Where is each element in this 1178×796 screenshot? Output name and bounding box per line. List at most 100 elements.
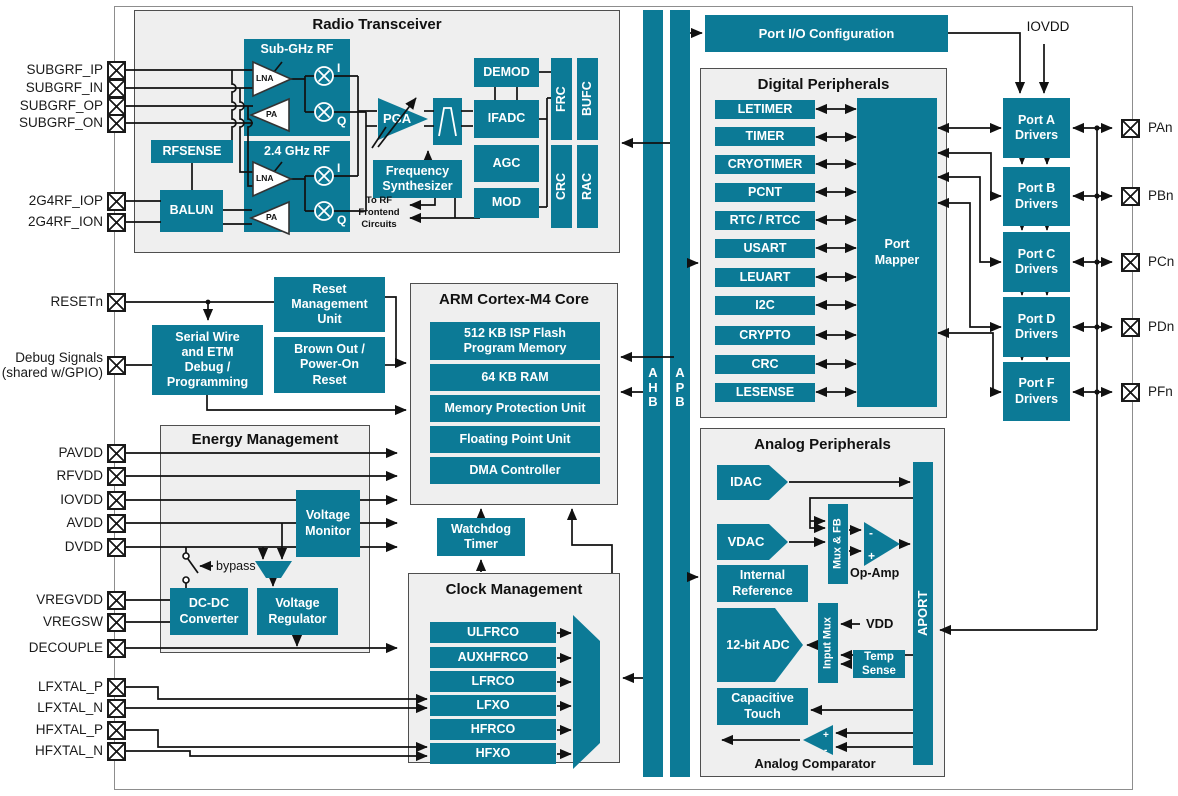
pin-lfxtal-n (107, 699, 126, 718)
lfxo-block: LFXO (430, 695, 556, 716)
opamp-plus: + (868, 549, 875, 563)
ahb-bus-bar: A H B (643, 10, 663, 777)
pin-label-pfn: PFn (1148, 384, 1173, 399)
pin-label-dvdd: DVDD (64, 539, 103, 554)
clock-mux-shape (573, 615, 600, 769)
pin-label-avdd: AVDD (66, 515, 103, 530)
pin-label-lfxtal-n: LFXTAL_N (37, 700, 103, 715)
pin-label-rfvdd: RFVDD (56, 468, 104, 483)
pcnt-block: PCNT (715, 183, 815, 202)
pin-pan (1121, 119, 1140, 138)
pin-dvdd (107, 538, 126, 557)
bandpass-filter-icon (438, 107, 457, 137)
pin-label-subgrf-ip: SUBGRF_IP (26, 62, 103, 77)
dcdc-block: DC-DC Converter (170, 588, 248, 635)
pin-resetn (107, 293, 126, 312)
apb-bus-bar: A P B (670, 10, 690, 777)
apb-bus-label: A P B (675, 365, 685, 409)
internal-reference-block: Internal Reference (717, 565, 808, 602)
if-filter-block (433, 98, 462, 145)
pin-label-debug: Debug Signals (shared w/GPIO) (1, 350, 103, 380)
letimer-block: LETIMER (715, 100, 815, 119)
pin-pcn (1121, 253, 1140, 272)
rfsense-block: RFSENSE (151, 140, 233, 163)
dma-block: DMA Controller (430, 457, 600, 484)
pin-label-decouple: DECOUPLE (28, 640, 103, 655)
24ghz-lna-label: LNA (256, 173, 274, 183)
24ghz-rf-label: 2.4 GHz RF (264, 144, 330, 158)
lesense-block: LESENSE (715, 383, 815, 402)
port-f-drivers-block: Port F Drivers (1003, 362, 1070, 421)
pin-label-2g4rf-ion: 2G4RF_ION (27, 214, 103, 229)
subghz-lna-label: LNA (256, 73, 274, 83)
subghz-q-label: Q (337, 114, 347, 128)
pin-lfxtal-p (107, 678, 126, 697)
opamp-minus: - (869, 526, 873, 540)
usart-block: USART (715, 239, 815, 258)
pin-label-pan: PAn (1148, 120, 1173, 135)
cryotimer-block: CRYOTIMER (715, 155, 815, 174)
auxhfrco-block: AUXHFRCO (430, 647, 556, 668)
comparator-plus: + (823, 730, 829, 741)
radio-title: Radio Transceiver (312, 16, 442, 33)
pin-label-subgrf-in: SUBGRF_IN (25, 80, 103, 95)
port-c-drivers-block: Port C Drivers (1003, 232, 1070, 292)
lfrco-block: LFRCO (430, 671, 556, 692)
subghz-rf-label: Sub-GHz RF (260, 42, 334, 56)
iovdd-top-label: IOVDD (1026, 19, 1070, 34)
vdac-label: VDAC (727, 534, 765, 549)
comparator-icon (803, 725, 833, 755)
pin-label-vregsw: VREGSW (42, 614, 103, 629)
pin-vregsw (107, 613, 126, 632)
serial-wire-debug-block: Serial Wire and ETM Debug / Programming (152, 325, 263, 395)
crc-block: CRC (715, 355, 815, 374)
pin-decouple (107, 639, 126, 658)
bypass-label: bypass (216, 559, 256, 573)
pin-label-subgrf-on: SUBGRF_ON (18, 115, 103, 130)
24ghz-q-label: Q (337, 213, 347, 227)
pin-label-resetn: RESETn (50, 294, 103, 309)
pin-hfxtal-n (107, 742, 126, 761)
pin-label-pdn: PDn (1148, 319, 1175, 334)
pin-debug (107, 356, 126, 375)
port-a-drivers-block: Port A Drivers (1003, 98, 1070, 158)
pin-subgrf-on (107, 114, 126, 133)
ulfrco-block: ULFRCO (430, 622, 556, 643)
temp-sense-block: Temp Sense (853, 650, 905, 678)
comparator-minus: - (824, 745, 827, 756)
pin-label-pbn: PBn (1148, 188, 1174, 203)
pin-pavdd (107, 444, 126, 463)
crypto-block: CRYPTO (715, 326, 815, 345)
mod-block: MOD (474, 188, 539, 218)
pin-2g4rf-ion (107, 213, 126, 232)
pin-label-subgrf-op: SUBGRF_OP (19, 98, 103, 113)
digital-title: Digital Peripherals (757, 76, 890, 93)
brownout-block: Brown Out / Power-On Reset (274, 337, 385, 393)
mpu-block: Memory Protection Unit (430, 395, 600, 422)
subghz-i-label: I (337, 61, 341, 75)
pin-rfvdd (107, 467, 126, 486)
opamp-label: Op-Amp (850, 566, 900, 580)
pin-avdd (107, 514, 126, 533)
pin-hfxtal-p (107, 721, 126, 740)
pin-pdn (1121, 318, 1140, 337)
ram-block: 64 KB RAM (430, 364, 600, 391)
hfxo-block: HFXO (430, 743, 556, 764)
demod-block: DEMOD (474, 58, 539, 87)
watchdog-block: Watchdog Timer (437, 518, 525, 556)
balun-block: BALUN (160, 190, 223, 232)
hfrco-block: HFRCO (430, 719, 556, 740)
port-io-config-block: Port I/O Configuration (705, 15, 948, 52)
pin-label-iovdd: IOVDD (60, 492, 103, 507)
to-rf-frontend-label: To RF Frontend Circuits (358, 195, 400, 230)
timer-block: TIMER (715, 127, 815, 146)
idac-shape (717, 465, 788, 500)
pin-label-pavdd: PAVDD (58, 445, 103, 460)
vdd-label: VDD (866, 616, 894, 631)
pin-vregvdd (107, 591, 126, 610)
pin-pbn (1121, 187, 1140, 206)
leuart-block: LEUART (715, 268, 815, 287)
pin-label-2g4rf-iop: 2G4RF_IOP (28, 193, 103, 208)
opamp-icon (864, 522, 900, 566)
